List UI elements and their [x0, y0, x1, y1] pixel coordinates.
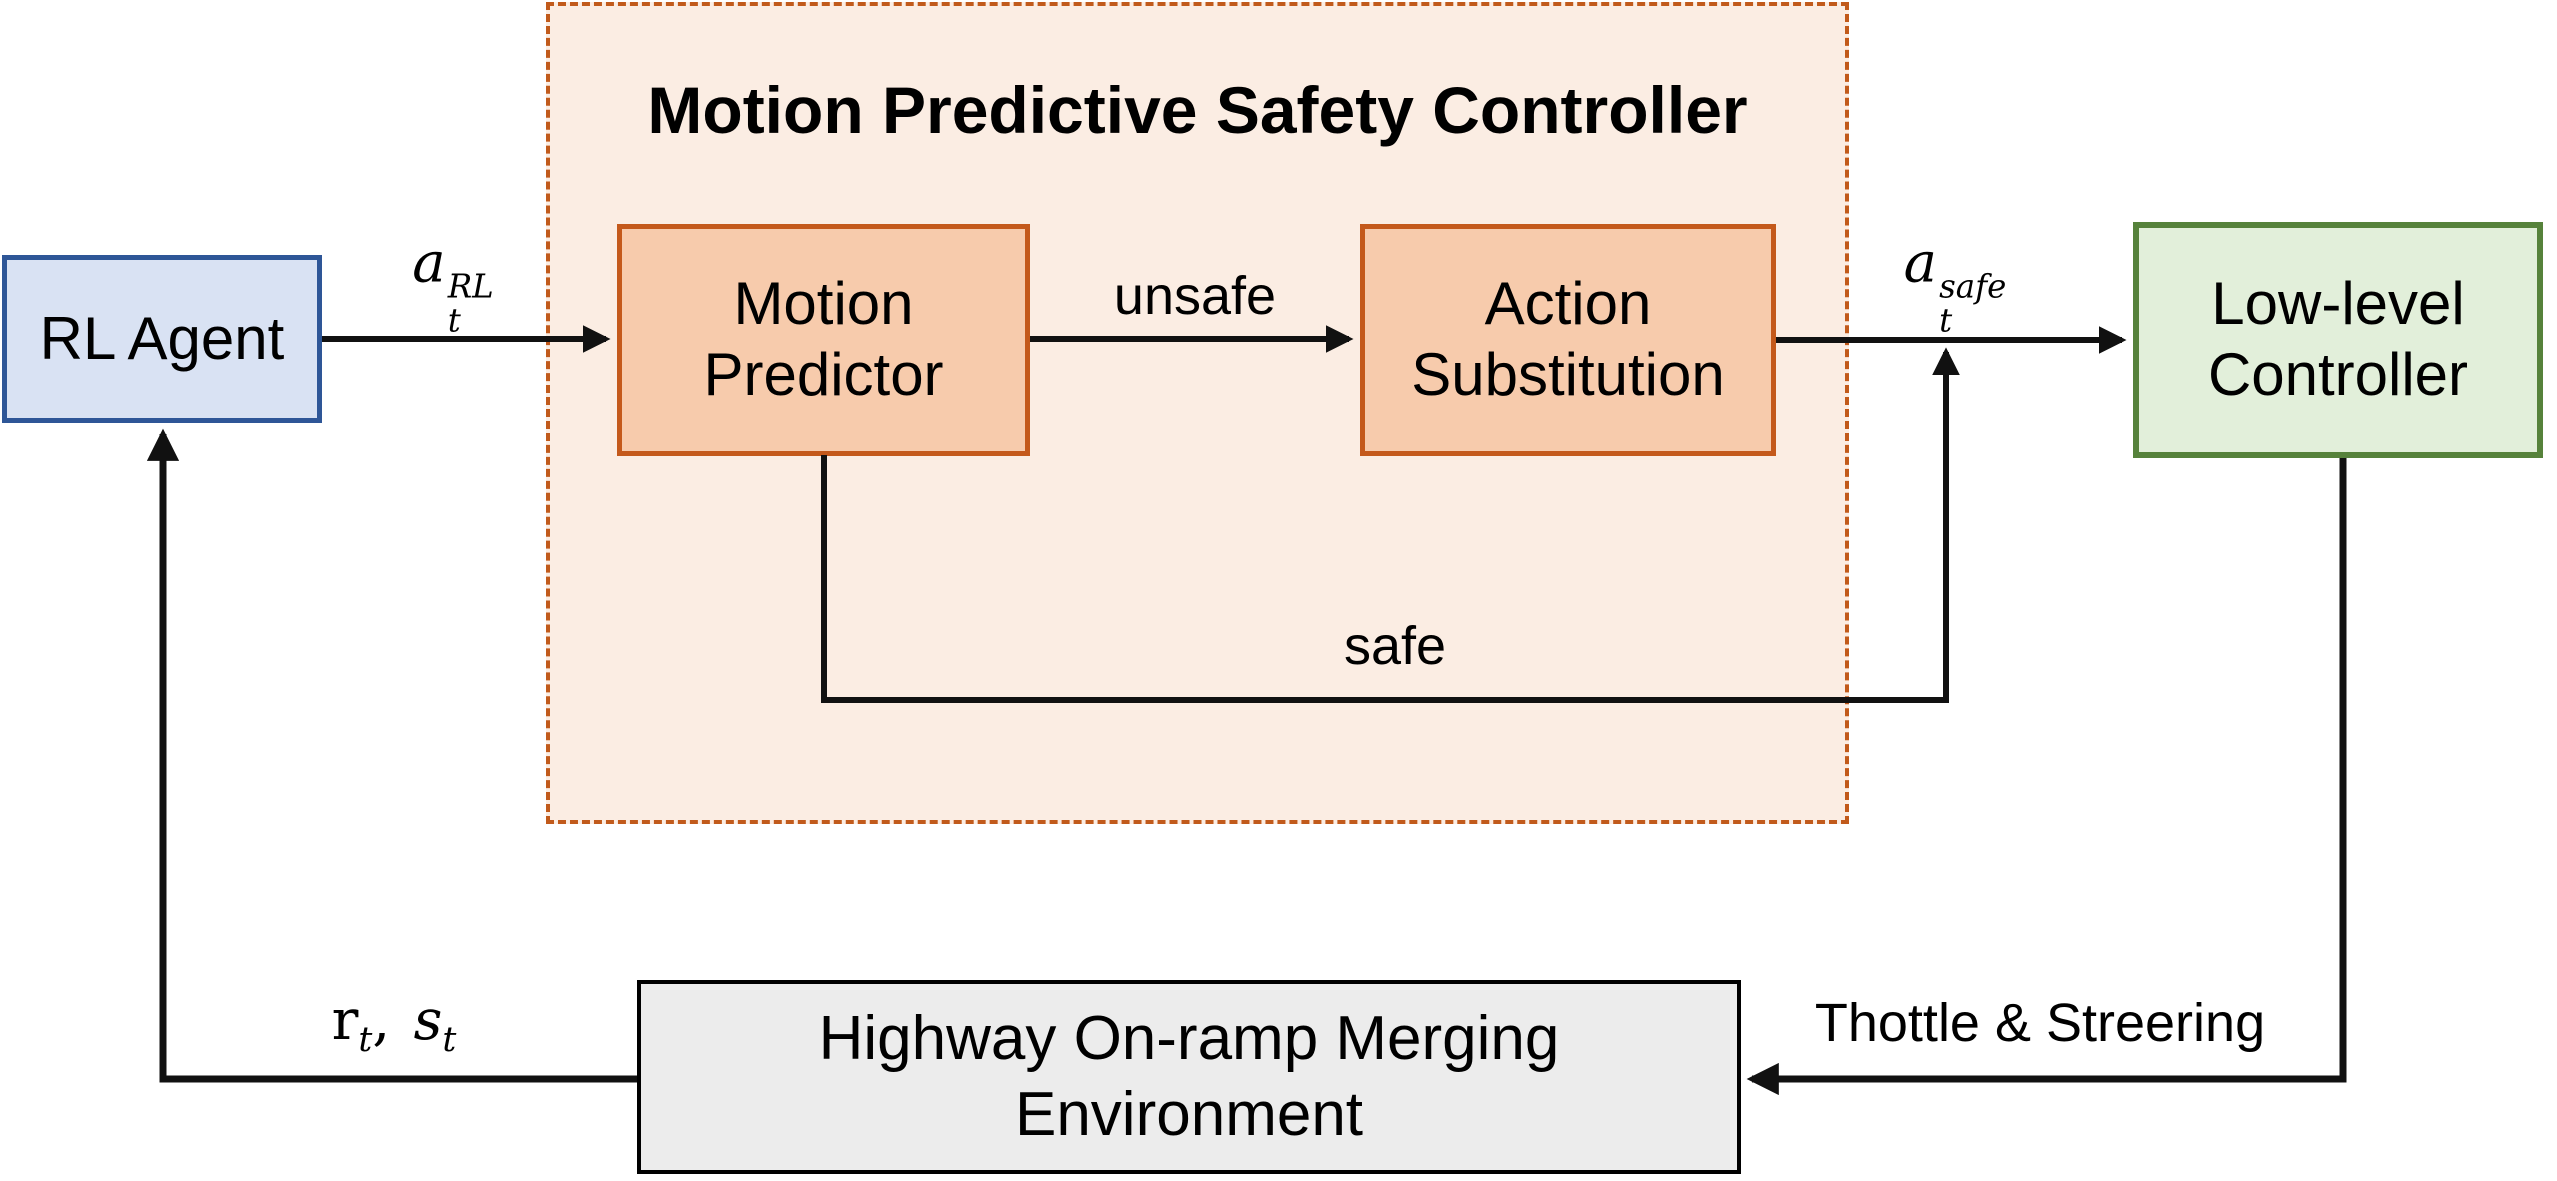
node-action-substitution: Action Substitution [1360, 224, 1776, 456]
low-level-controller-label-line2: Controller [2207, 341, 2469, 408]
node-motion-predictor: Motion Predictor [617, 224, 1030, 456]
motion-predictor-label-line1: Motion [733, 270, 914, 338]
reward-base: r [331, 987, 359, 1053]
rl-action-base: a [412, 230, 446, 296]
safe-action-base: a [1903, 230, 1938, 296]
rl-action-subscript: t [447, 301, 461, 340]
action-substitution-label-line2: Substitution [1411, 341, 1725, 408]
low-level-controller-label-line1: Low-level [2211, 270, 2465, 338]
safe-action-superscript: safe [1939, 267, 2007, 306]
reward-state-math-label: rt,st [332, 988, 457, 1060]
node-low-level-controller: Low-level Controller [2133, 222, 2543, 458]
rl-agent-label: RL Agent [39, 304, 285, 372]
throttle-steering-edge-label: Thottle & Streering [1814, 993, 2266, 1053]
safe-edge-label: safe [1343, 616, 1447, 676]
rl-action-superscript: RL [447, 267, 494, 306]
region-title: Motion Predictive Safety Controller [647, 73, 1748, 147]
unsafe-edge-label: unsafe [1113, 266, 1277, 326]
motion-predictor-label-line2: Predictor [703, 341, 944, 408]
reward-state-separator: , [372, 987, 391, 1053]
node-environment: Highway On-ramp Merging Environment [637, 980, 1741, 1174]
reward-subscript: t [358, 1020, 373, 1061]
action-substitution-label-line1: Action [1484, 270, 1652, 338]
state-base: s [413, 987, 443, 1053]
state-subscript: t [442, 1020, 457, 1061]
environment-label-line2: Environment [1014, 1080, 1364, 1149]
node-rl-agent: RL Agent [2, 255, 322, 423]
safe-action-subscript: t [1939, 301, 1953, 340]
environment-label-line1: Highway On-ramp Merging [818, 1004, 1560, 1074]
